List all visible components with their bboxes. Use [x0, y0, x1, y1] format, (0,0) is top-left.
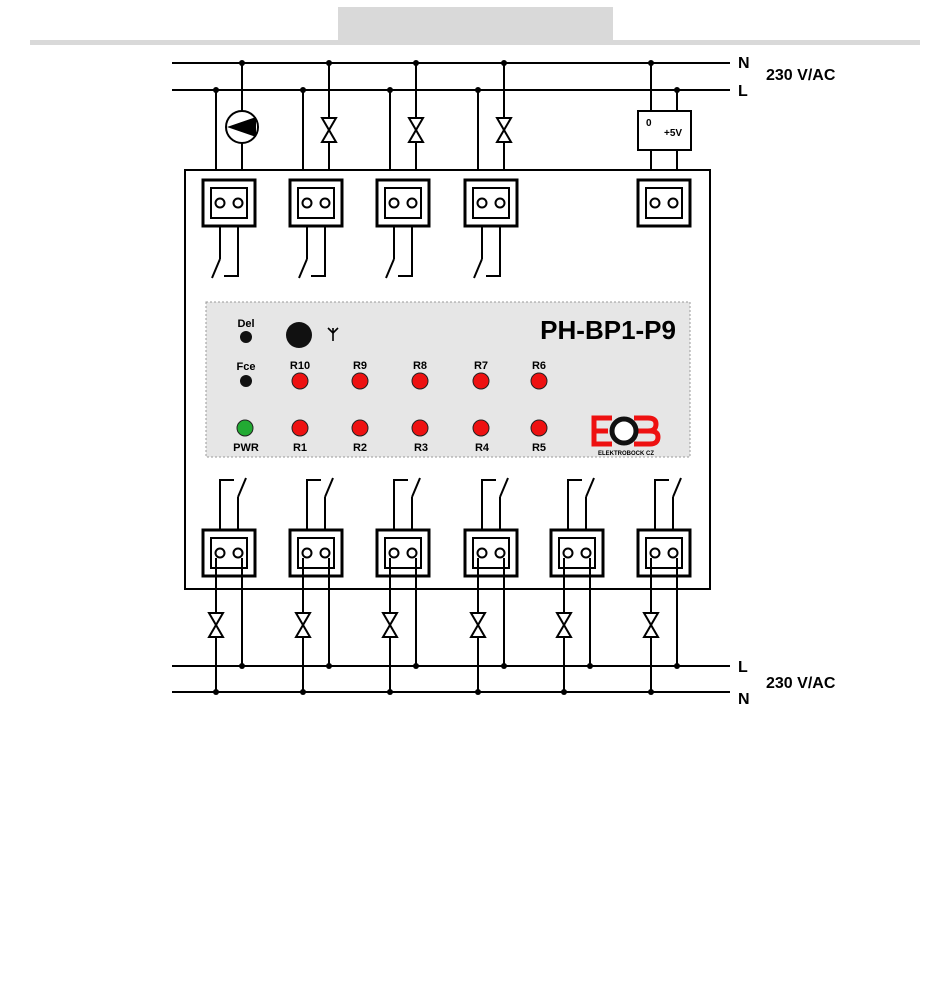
led-label-r4: R4 [475, 442, 490, 454]
valve-icon [322, 118, 336, 142]
terminal-icon [377, 530, 429, 576]
top-voltage-label: 230 V/AC [766, 67, 836, 84]
led-label-r1: R1 [293, 442, 307, 454]
del-label: Del [237, 318, 254, 330]
top-l-label: L [738, 83, 748, 100]
led-r2 [352, 420, 368, 436]
valve-icon [383, 613, 397, 637]
valve-icon [644, 613, 658, 637]
header-bar [30, 7, 920, 45]
terminal-icon [203, 530, 255, 576]
pump-icon [226, 111, 258, 143]
led-r6 [531, 373, 547, 389]
led-r5 [531, 420, 547, 436]
logo-text: ELEKTROBOCK CZ [598, 451, 654, 457]
led-label-r9: R9 [353, 360, 367, 372]
led-r4 [473, 420, 489, 436]
led-r7 [473, 373, 489, 389]
bottom-l-label: L [738, 659, 748, 676]
led-label-r7: R7 [474, 360, 488, 372]
led-label-r3: R3 [414, 442, 428, 454]
terminal-icon [465, 530, 517, 576]
front-panel: PH-BP1-P9 Del Fce R10 R9 R8 R7 R6 PWR R1… [206, 302, 690, 457]
bottom-voltage-label: 230 V/AC [766, 675, 836, 692]
led-r1 [292, 420, 308, 436]
led-label-r8: R8 [413, 360, 427, 372]
terminal-icon [203, 180, 255, 226]
top-junctions [213, 60, 680, 93]
valve-icon [557, 613, 571, 637]
valve-icon [471, 613, 485, 637]
led-label-r2: R2 [353, 442, 367, 454]
fce-button[interactable] [240, 375, 252, 387]
bottom-junctions [213, 663, 680, 695]
power-supply-box: 0 +5V [638, 111, 691, 150]
terminal-icon [290, 180, 342, 226]
bottom-supply-bus [172, 666, 730, 692]
led-label-r6: R6 [532, 360, 546, 372]
del-button[interactable] [240, 331, 252, 343]
terminal-icon [377, 180, 429, 226]
valve-icon [296, 613, 310, 637]
led-r10 [292, 373, 308, 389]
model-label: PH-BP1-P9 [540, 315, 676, 345]
header-tab [338, 7, 613, 43]
led-pwr [237, 420, 253, 436]
valve-icon [209, 613, 223, 637]
psu-plus-label: +5V [664, 128, 682, 139]
terminal-icon [290, 530, 342, 576]
led-label-pwr: PWR [233, 442, 259, 454]
fce-label: Fce [237, 361, 256, 373]
led-r9 [352, 373, 368, 389]
valve-icon [409, 118, 423, 142]
led-label-r5: R5 [532, 442, 546, 454]
led-r8 [412, 373, 428, 389]
terminal-icon [638, 180, 690, 226]
top-supply-bus [172, 63, 730, 90]
receiver-sensor [286, 322, 312, 348]
led-label-r10: R10 [290, 360, 310, 372]
valve-icon [497, 118, 511, 142]
terminal-icon [551, 530, 603, 576]
terminal-icon [638, 530, 690, 576]
top-n-label: N [738, 55, 750, 72]
psu-zero-label: 0 [646, 118, 652, 129]
terminal-icon [465, 180, 517, 226]
led-r3 [412, 420, 428, 436]
bottom-n-label: N [738, 691, 750, 708]
